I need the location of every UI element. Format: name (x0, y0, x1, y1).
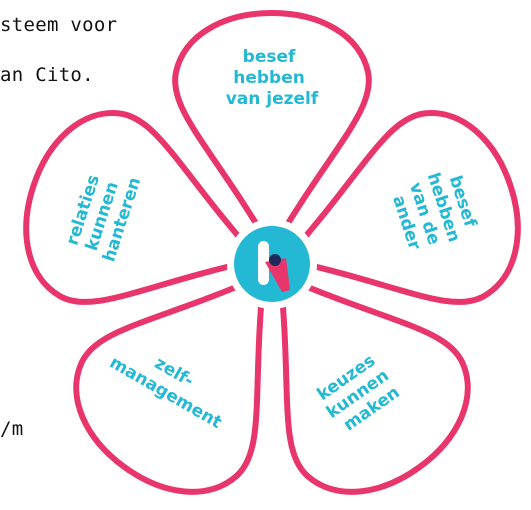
text-fragment-top: steem voor (0, 14, 118, 36)
petal-right-outline (282, 110, 521, 305)
petal-bottom-left-outline (73, 272, 267, 495)
logo-k-stem (258, 241, 269, 285)
petal-top: besef hebben van jezelf (172, 10, 372, 253)
logo-k-arm (265, 258, 290, 292)
petal-top-label: besef hebben van jezelf (226, 47, 319, 109)
petal-bottom-left: zelf- management (73, 272, 267, 495)
petal-left-outline (23, 110, 262, 305)
center-logo: K (227, 219, 317, 309)
logo-k-dot (269, 254, 281, 266)
petal-left: relaties kunnen hanteren (23, 110, 262, 305)
text-fragment-middle: an Cito. (0, 64, 94, 86)
petal-bottom-right-outline (277, 272, 471, 495)
petal-right: besef hebben van de ander (282, 110, 521, 305)
text-fragment-bottom: /m (0, 418, 24, 440)
petal-bottom-right: keuzes kunnen maken (277, 272, 471, 495)
petal-top-outline (172, 10, 372, 253)
